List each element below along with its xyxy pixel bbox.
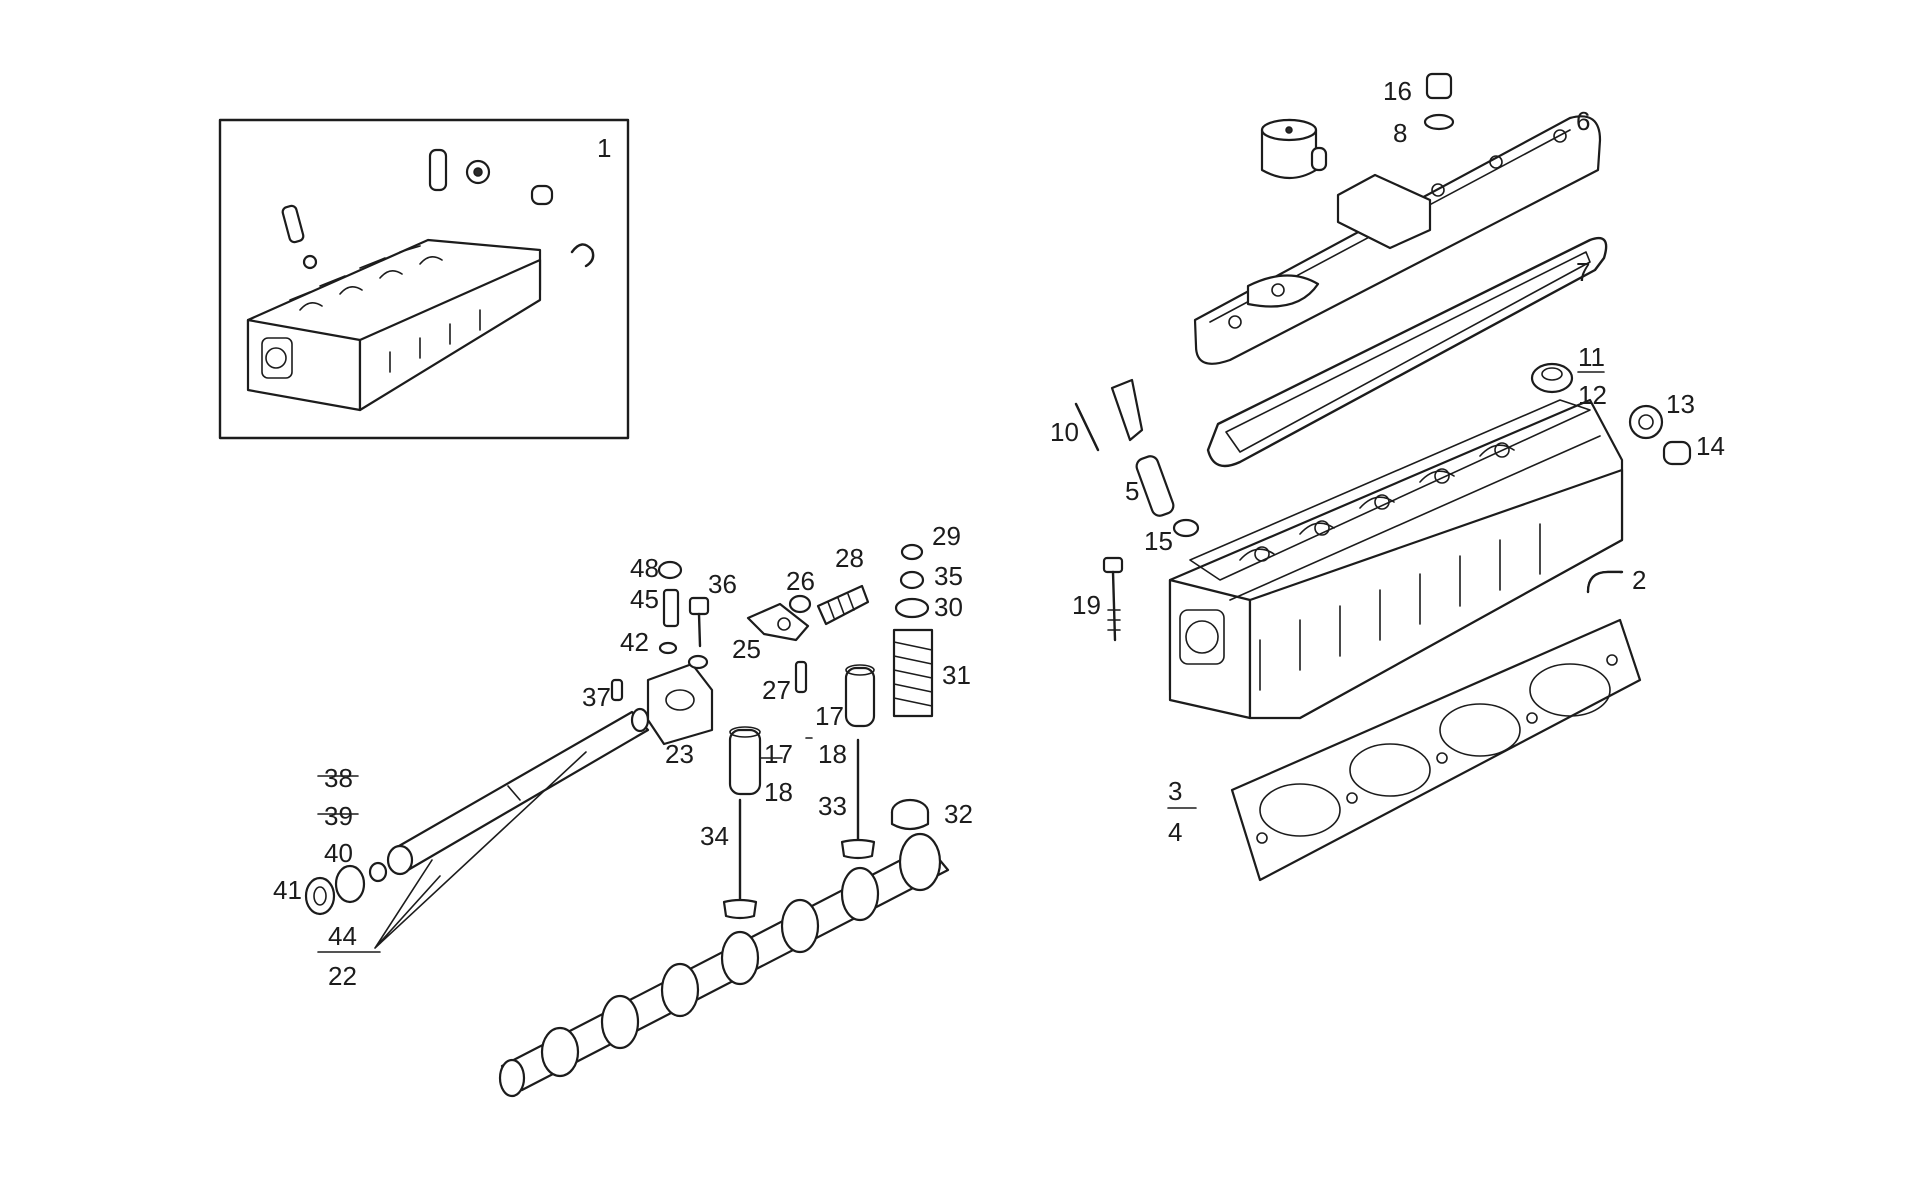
label-45: 45 (630, 584, 659, 614)
label-38: 38 (324, 763, 353, 793)
valve-33 (840, 738, 876, 860)
label-35: 35 (934, 561, 963, 591)
label-15: 15 (1144, 526, 1173, 556)
label-32: 32 (944, 799, 973, 829)
label-34: 34 (700, 821, 729, 851)
nut-26 (788, 594, 812, 614)
screw-37 (610, 678, 624, 702)
label-11: 11 (1578, 342, 1605, 372)
label-18-a: 18 (818, 739, 847, 769)
label-3: 3 (1168, 776, 1182, 806)
label-25: 25 (732, 634, 761, 664)
camshaft (498, 832, 950, 1098)
label-26: 26 (786, 566, 815, 596)
part-labels: 1 16 8 6 7 11 12 13 14 10 5 15 2 19 3 4 … (273, 76, 1725, 991)
label-17-b: 17 (764, 739, 793, 769)
valve-cover (1193, 115, 1602, 365)
label-16: 16 (1383, 76, 1412, 106)
label-17-a: 17 (815, 701, 844, 731)
rocker-arm-25 (746, 602, 810, 642)
label-36: 36 (708, 569, 737, 599)
valve-34 (722, 798, 758, 920)
label-40: 40 (324, 838, 353, 868)
washer-15 (1172, 518, 1200, 538)
screw-27 (794, 660, 808, 694)
label-19: 19 (1072, 590, 1101, 620)
label-31: 31 (942, 660, 971, 690)
valve-seal-32 (890, 798, 930, 831)
label-12: 12 (1578, 380, 1607, 410)
label-2: 2 (1632, 565, 1646, 595)
label-6: 6 (1576, 106, 1590, 136)
label-29: 29 (932, 521, 961, 551)
plug-11-12 (1530, 362, 1574, 394)
tappet-17-18-b (728, 726, 762, 796)
nut-48 (657, 560, 683, 580)
label-14: 14 (1696, 431, 1725, 461)
tappet-17-18-a (844, 664, 876, 728)
elbow-2 (1586, 570, 1624, 594)
washers-42 (658, 641, 709, 670)
plug-13 (1628, 404, 1664, 440)
label-33: 33 (818, 791, 847, 821)
label-39: 39 (324, 801, 353, 831)
bolt-36 (688, 596, 710, 648)
label-10: 10 (1050, 417, 1079, 447)
inset-head-assembly (218, 118, 630, 440)
label-4: 4 (1168, 817, 1182, 847)
label-23: 23 (665, 739, 694, 769)
label-27: 27 (762, 675, 791, 705)
breather-cap (1260, 118, 1328, 180)
label-44: 44 (328, 921, 357, 951)
head-gasket (1230, 618, 1642, 882)
spring-28 (816, 584, 870, 626)
pedestal-23 (646, 662, 714, 746)
stud-45 (662, 588, 680, 628)
label-37: 37 (582, 682, 611, 712)
label-48: 48 (630, 553, 659, 583)
label-42: 42 (620, 627, 649, 657)
valve-spring-29-35-30-31 (892, 543, 934, 718)
stud-19 (1102, 556, 1124, 642)
label-7: 7 (1576, 257, 1590, 287)
rocker-shaft (386, 707, 650, 876)
injector-holder-5 (1135, 455, 1175, 517)
label-8: 8 (1393, 118, 1407, 148)
cylinder-head (1168, 398, 1624, 720)
label-13: 13 (1666, 389, 1695, 419)
shaft-plug-41-44 (304, 861, 388, 916)
label-30: 30 (934, 592, 963, 622)
label-41: 41 (273, 875, 302, 905)
bracket-10 (1074, 402, 1100, 452)
label-1: 1 (597, 133, 611, 163)
valve-cover-gasket (1206, 236, 1608, 468)
nozzle-9 (1110, 378, 1144, 442)
plug-14 (1662, 440, 1692, 466)
label-18-b: 18 (764, 777, 793, 807)
label-28: 28 (835, 543, 864, 573)
cap-16-washer-8 (1423, 72, 1455, 131)
label-22: 22 (328, 961, 357, 991)
label-5: 5 (1125, 476, 1139, 506)
